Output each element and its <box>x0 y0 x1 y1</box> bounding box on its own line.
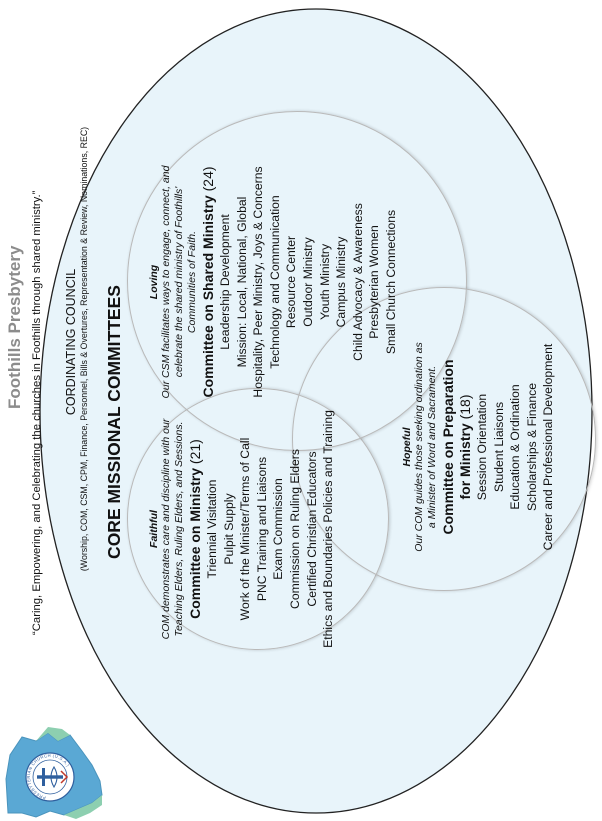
csm-item-list: Leadership Development Mission: Local, N… <box>217 132 400 432</box>
cpm-item: Education & Ordination <box>508 384 523 510</box>
presbytery-title: Foothills Presbytery <box>5 245 24 409</box>
cpm-item: Scholarships & Finance <box>524 382 539 512</box>
csm-item: Small Church Connections <box>383 209 398 355</box>
coordinating-council-name: CORDINATING COUNCIL <box>64 268 78 416</box>
csm-item: Presbyterian Women <box>367 225 382 339</box>
com-heading-text: Committee on Ministry <box>187 467 203 619</box>
cpm-description-line-1: Our COM guides those seeking ordination … <box>413 342 425 552</box>
csm-keyword: Loving <box>148 264 160 300</box>
csm-item: Technology and Communication <box>267 195 282 369</box>
csm-heading: Committee on Shared Ministry (24) <box>200 132 217 432</box>
csm-item: Resource Center <box>284 235 299 329</box>
cpm-keyword: Hopeful <box>401 427 413 467</box>
presbytery-logo-icon: PRESBYTERIAN CHURCH (U.S.A.) <box>5 727 103 819</box>
csm-item: Hospitality, Peer Ministry, Joys & Conce… <box>251 166 266 398</box>
csm-item: Child Advocacy & Awareness <box>350 203 365 361</box>
csm-heading-text: Committee on Shared Ministry <box>200 195 216 398</box>
cpm-heading: Committee on Preparation <box>440 359 456 535</box>
csm-description-line-3: Communities of Faith. <box>186 230 198 334</box>
csm-item: Youth Ministry <box>317 243 332 321</box>
coordinating-council-members: (Worship, COM, CSM, CPM, Finance, Person… <box>79 126 89 572</box>
cpm-heading-text-2: for Ministry <box>457 423 473 500</box>
cpm-heading-line-2: for Ministry (18) <box>457 317 474 577</box>
cpm-description-line-2: a Minister of Word and Sacrament. <box>426 365 438 529</box>
cpm-item: Session Orientation <box>475 393 489 501</box>
tagline: “Caring, Empowering, and Celebrating the… <box>31 190 43 635</box>
cpm-count: (18) <box>457 394 473 420</box>
com-count: (21) <box>187 439 203 465</box>
csm-block: Loving Our CSM facilitates ways to engag… <box>148 132 400 432</box>
csm-item: Leadership Development <box>218 214 232 350</box>
cpm-item: Career and Professional Development <box>541 343 556 551</box>
csm-item: Mission: Local, National, Global <box>234 196 249 368</box>
cpm-block: Hopeful Our COM guides those seeking ord… <box>401 317 557 577</box>
cpm-item-list: Session Orientation Student Liaisons Edu… <box>474 317 557 577</box>
csm-description-line-2: celebrate the shared ministry of Foothil… <box>173 186 185 378</box>
core-committees-title: CORE MISSIONAL COMMITTEES <box>104 285 124 559</box>
cpm-item: Student Liaisons <box>491 401 506 493</box>
csm-item: Outdoor Ministry <box>300 237 315 327</box>
csm-item: Campus Ministry <box>334 236 349 328</box>
csm-count: (24) <box>200 166 216 192</box>
csm-description-line-1: Our CSM facilitates ways to engage, conn… <box>160 165 172 399</box>
